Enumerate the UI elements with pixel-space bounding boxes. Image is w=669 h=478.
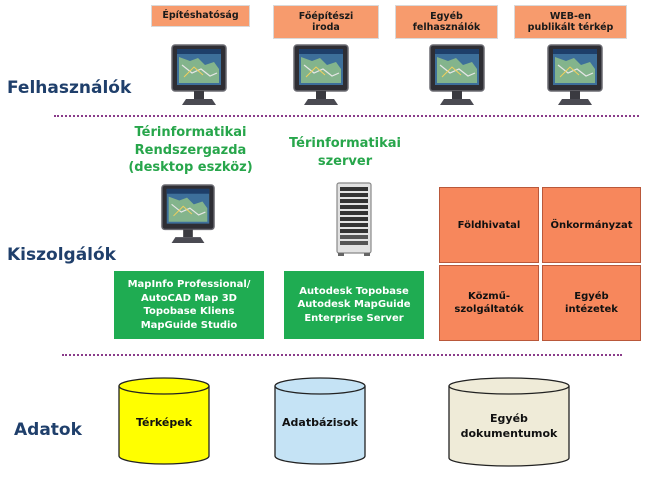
user-label-web-terkep: WEB-en publikált térkép: [514, 5, 627, 39]
cylinder-label-egyeb-dokumentumok: Egyéb dokumentumok: [460, 412, 558, 440]
institution-box-onkormanyzat: Önkormányzat: [542, 187, 641, 263]
admin-tools-box: MapInfo Professional/ AutoCAD Map 3D Top…: [114, 271, 264, 339]
user-label-epiteshatosag: Építéshatóság: [151, 5, 250, 27]
server-label: Térinformatikai szerver: [289, 136, 401, 169]
layer-title-servers: Kiszolgálók: [7, 245, 116, 265]
server-rack-icon: [334, 181, 374, 257]
monitor-icon: [546, 43, 604, 107]
layer-title-users: Felhasználók: [7, 78, 132, 98]
institution-box-foldhivatal: Földhivatal: [439, 187, 539, 263]
server-tools-box: Autodesk Topobase Autodesk MapGuide Ente…: [284, 271, 424, 339]
user-label-egyeb-felhasznalok: Egyéb felhasználók: [395, 5, 498, 39]
divider: [54, 115, 639, 117]
cylinder-adatbazisok: [274, 377, 366, 465]
cylinder-label-terkepek: Térképek: [135, 415, 193, 429]
cylinder-egyeb-dokumentumok: [448, 377, 570, 467]
cylinder-label-adatbazisok: Adatbázisok: [282, 415, 358, 429]
user-label-foepiteszi-iroda: Főépítészi iroda: [273, 5, 379, 39]
layer-title-data: Adatok: [14, 420, 82, 440]
monitor-icon: [428, 43, 486, 107]
institution-box-kozmuszolgaltatok: Közmű- szolgáltatók: [439, 265, 539, 341]
cylinder-terkepek: [118, 377, 210, 465]
monitor-icon: [170, 43, 228, 107]
institution-box-egyeb-intezetek: Egyéb intézetek: [542, 265, 641, 341]
monitor-icon: [160, 183, 216, 245]
monitor-icon: [292, 43, 350, 107]
admin-label: Térinformatikai Rendszergazda (desktop e…: [128, 125, 253, 176]
divider: [62, 354, 622, 356]
